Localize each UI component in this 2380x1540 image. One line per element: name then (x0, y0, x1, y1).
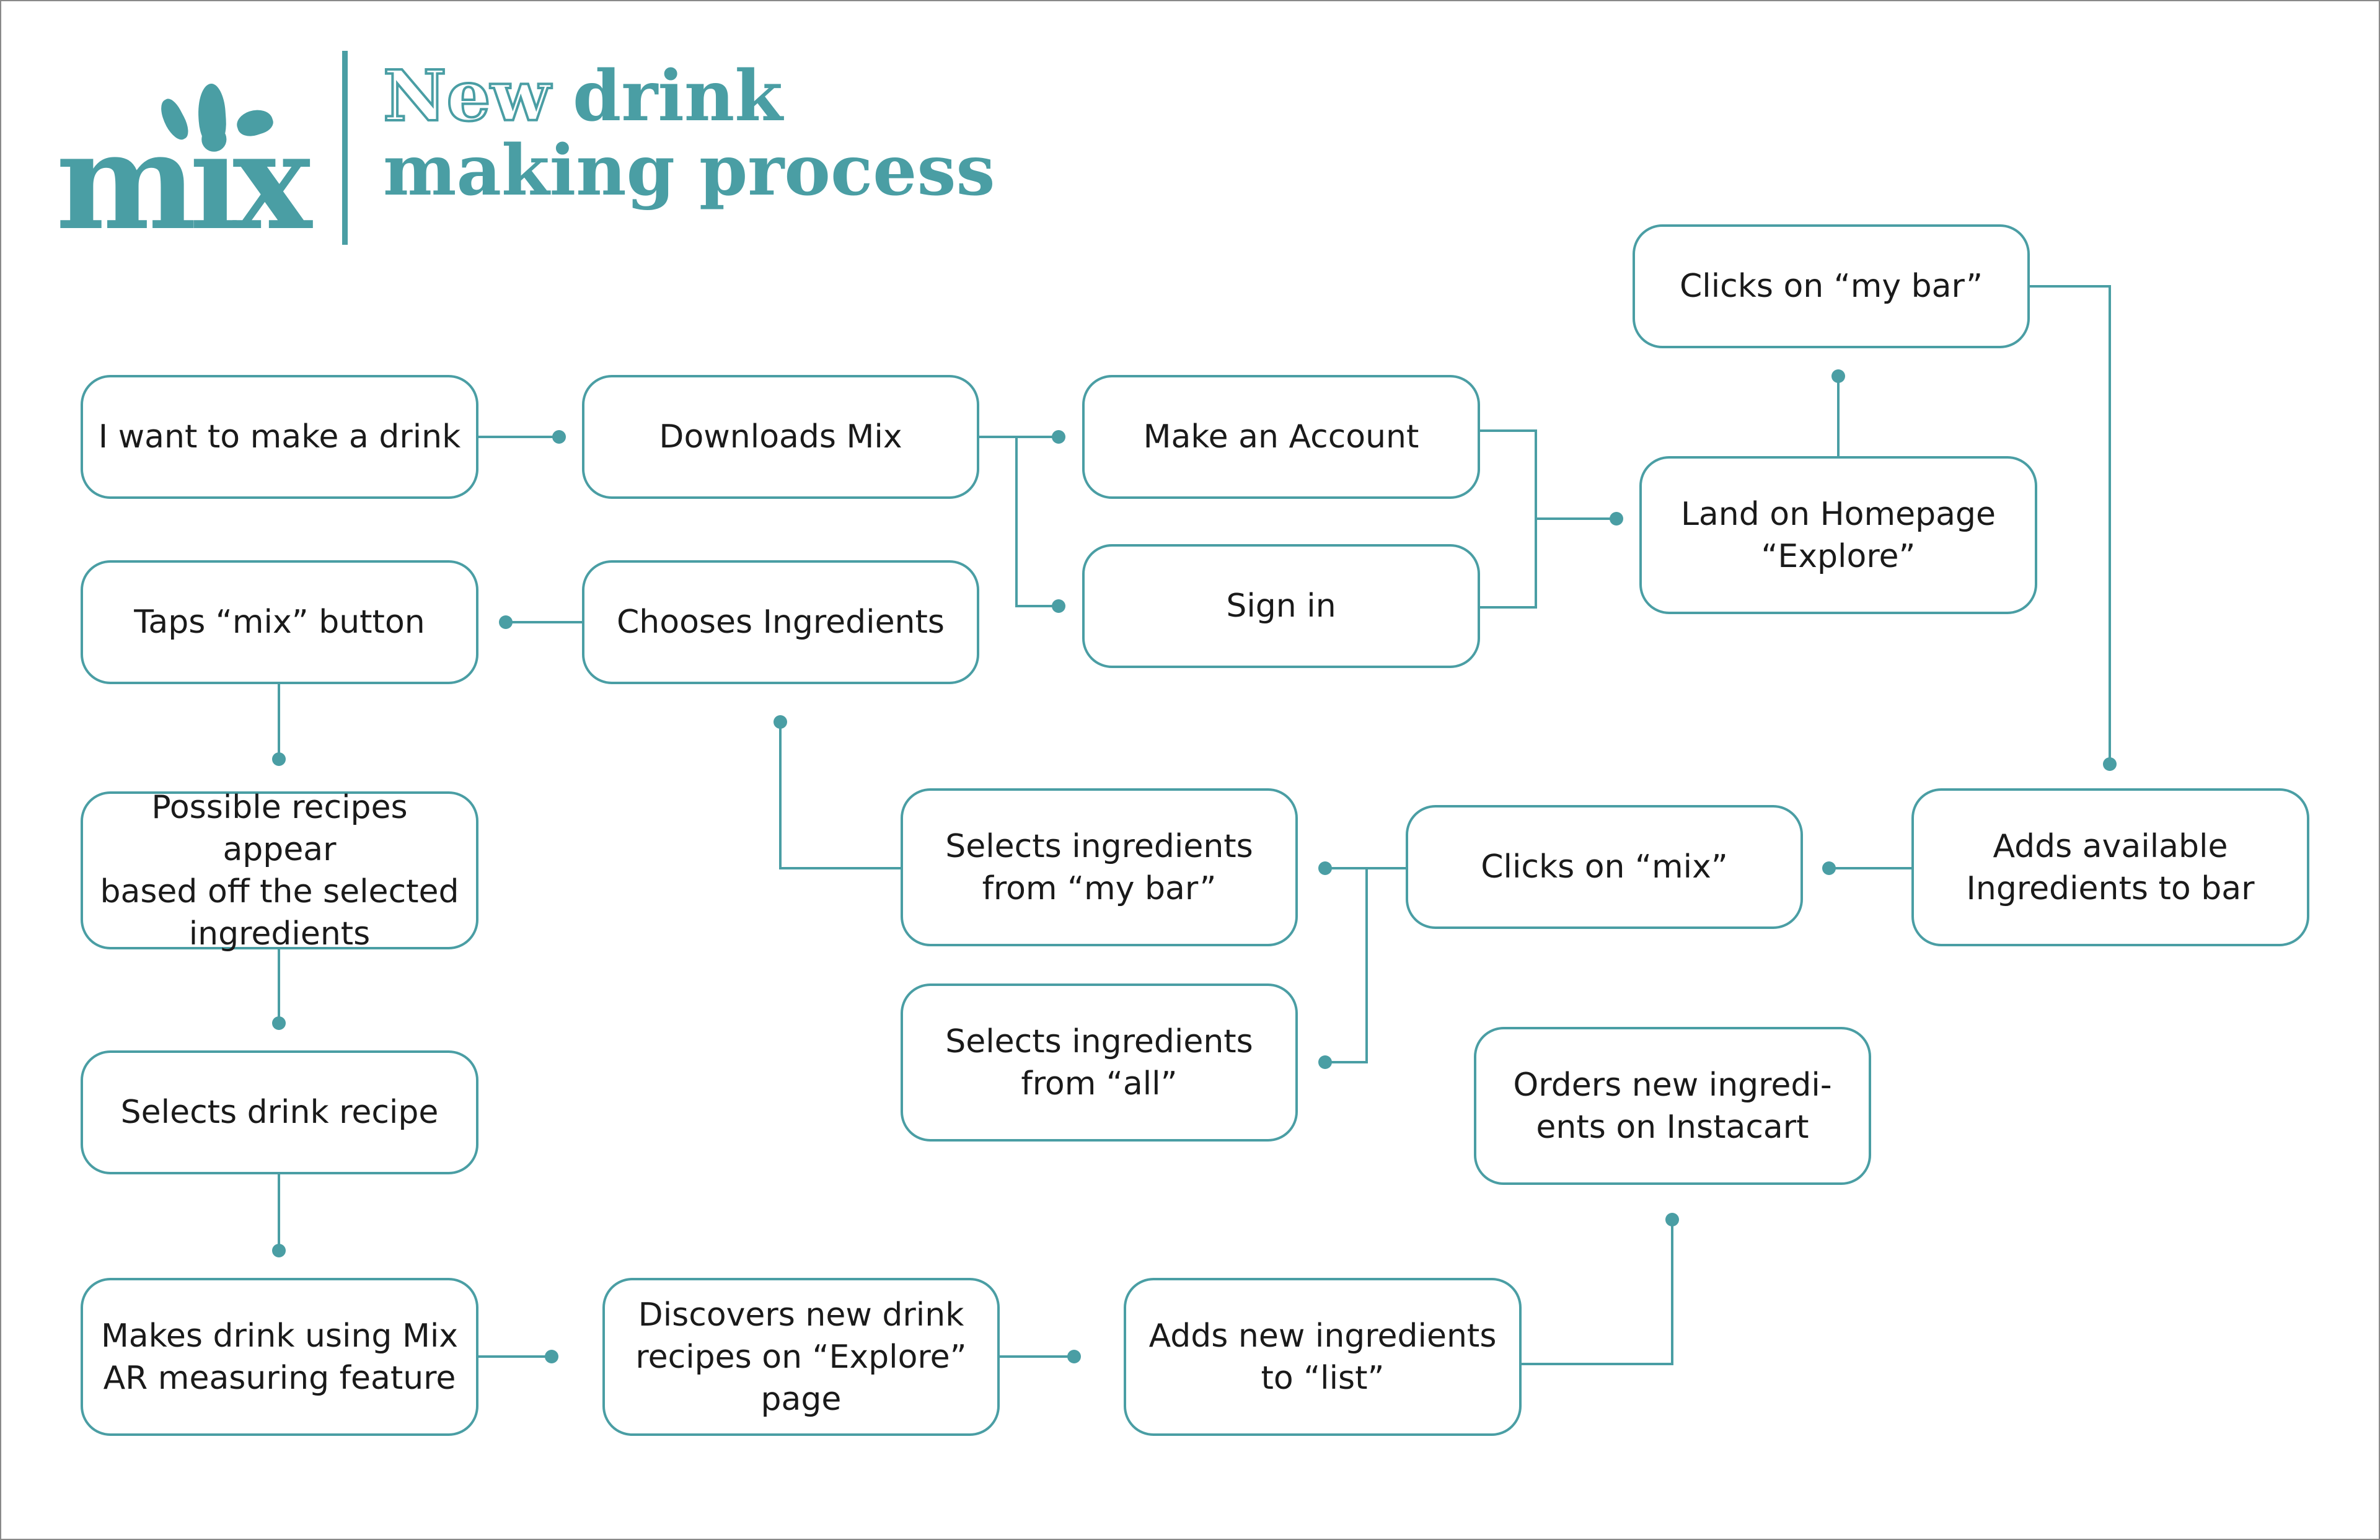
node-discovers-recipes: Discovers new drink recipes on “Explore”… (602, 1278, 1000, 1436)
title-outline-word: New (382, 56, 552, 137)
node-label: Land on Homepage “Explore” (1680, 495, 1996, 575)
title-bold-word: drink (573, 56, 783, 137)
connector-selects_my_bar-to-chooses_ingredients (779, 722, 901, 869)
node-label: Clicks on “my bar” (1679, 268, 1983, 305)
node-label: Discovers new drink recipes on “Explore”… (635, 1296, 967, 1418)
connector-dot (272, 1016, 286, 1030)
connector-make_account-to-land_homepage (1480, 429, 1537, 609)
node-want-drink: I want to make a drink (81, 375, 478, 499)
connector-dot (1318, 861, 1332, 875)
node-adds-available: Adds available Ingredients to bar (1911, 788, 2309, 946)
node-label: Selects ingredients from “all” (945, 1023, 1253, 1102)
node-make-account: Make an Account (1082, 375, 1480, 499)
connector-dot (1052, 599, 1065, 613)
connector-dot (1052, 430, 1065, 444)
node-land-homepage: Land on Homepage “Explore” (1639, 456, 2037, 614)
title-divider (342, 51, 348, 245)
node-clicks-mix: Clicks on “mix” (1406, 805, 1803, 929)
node-orders-instacart: Orders new ingredi- ents on Instacart (1474, 1027, 1871, 1185)
connector-dot (1610, 512, 1623, 526)
connector-dot (1831, 369, 1845, 383)
node-label: Chooses Ingredients (616, 604, 945, 641)
node-selects-all: Selects ingredients from “all” (901, 983, 1298, 1142)
node-label: Clicks on “mix” (1481, 848, 1728, 886)
connector-dot (272, 1244, 286, 1257)
node-label: Makes drink using Mix AR measuring featu… (100, 1317, 459, 1397)
node-chooses-ingredients: Chooses Ingredients (582, 560, 979, 684)
mix-logo: mix (56, 81, 316, 248)
logo-word: mix (56, 103, 312, 260)
node-sign-in: Sign in (1082, 544, 1480, 668)
node-possible-recipes: Possible recipes appear based off the se… (81, 789, 478, 953)
node-makes-drink: Makes drink using Mix AR measuring featu… (81, 1278, 478, 1436)
connector-dot (1665, 1213, 1679, 1226)
connector-clicks_mix-to-selects_all (1325, 868, 1368, 1063)
node-selects-my-bar: Selects ingredients from “my bar” (901, 788, 1298, 946)
connector-dot (1318, 1055, 1332, 1069)
node-taps-mix: Taps “mix” button (81, 560, 478, 684)
node-label: Downloads Mix (659, 418, 902, 455)
connector-clicks_my_bar-to-adds_available (2030, 285, 2111, 764)
node-label: Sign in (1226, 587, 1336, 625)
node-label: Adds available Ingredients to bar (1966, 827, 2255, 907)
node-label: Make an Account (1143, 418, 1419, 455)
node-label: Orders new ingredi- ents on Instacart (1513, 1066, 1832, 1146)
connector-dot (499, 615, 513, 629)
node-label: Selects drink recipe (120, 1094, 439, 1131)
node-downloads-mix: Downloads Mix (582, 375, 979, 499)
connector-dot (774, 715, 787, 729)
node-clicks-my-bar: Clicks on “my bar” (1633, 224, 2030, 348)
connector-downloads_mix-to-sign_in (1015, 437, 1059, 607)
connector-adds_list-to-orders_instacart (1522, 1220, 1673, 1365)
node-label: I want to make a drink (98, 418, 461, 455)
connector-dot (272, 752, 286, 766)
node-adds-list: Adds new ingredients to “list” (1124, 1278, 1522, 1436)
node-label: Selects ingredients from “my bar” (945, 827, 1253, 907)
connector-dot (1822, 861, 1836, 875)
connector-dot (1067, 1350, 1081, 1363)
node-label: Taps “mix” button (134, 604, 425, 641)
node-selects-recipe: Selects drink recipe (81, 1050, 478, 1174)
connector-dot (552, 430, 566, 444)
node-label: Adds new ingredients to “list” (1148, 1317, 1497, 1397)
title-line-2: making process (383, 130, 995, 211)
connector-dot (545, 1350, 558, 1363)
connector-dot (2103, 757, 2117, 771)
node-label: Possible recipes appear based off the se… (100, 788, 459, 953)
